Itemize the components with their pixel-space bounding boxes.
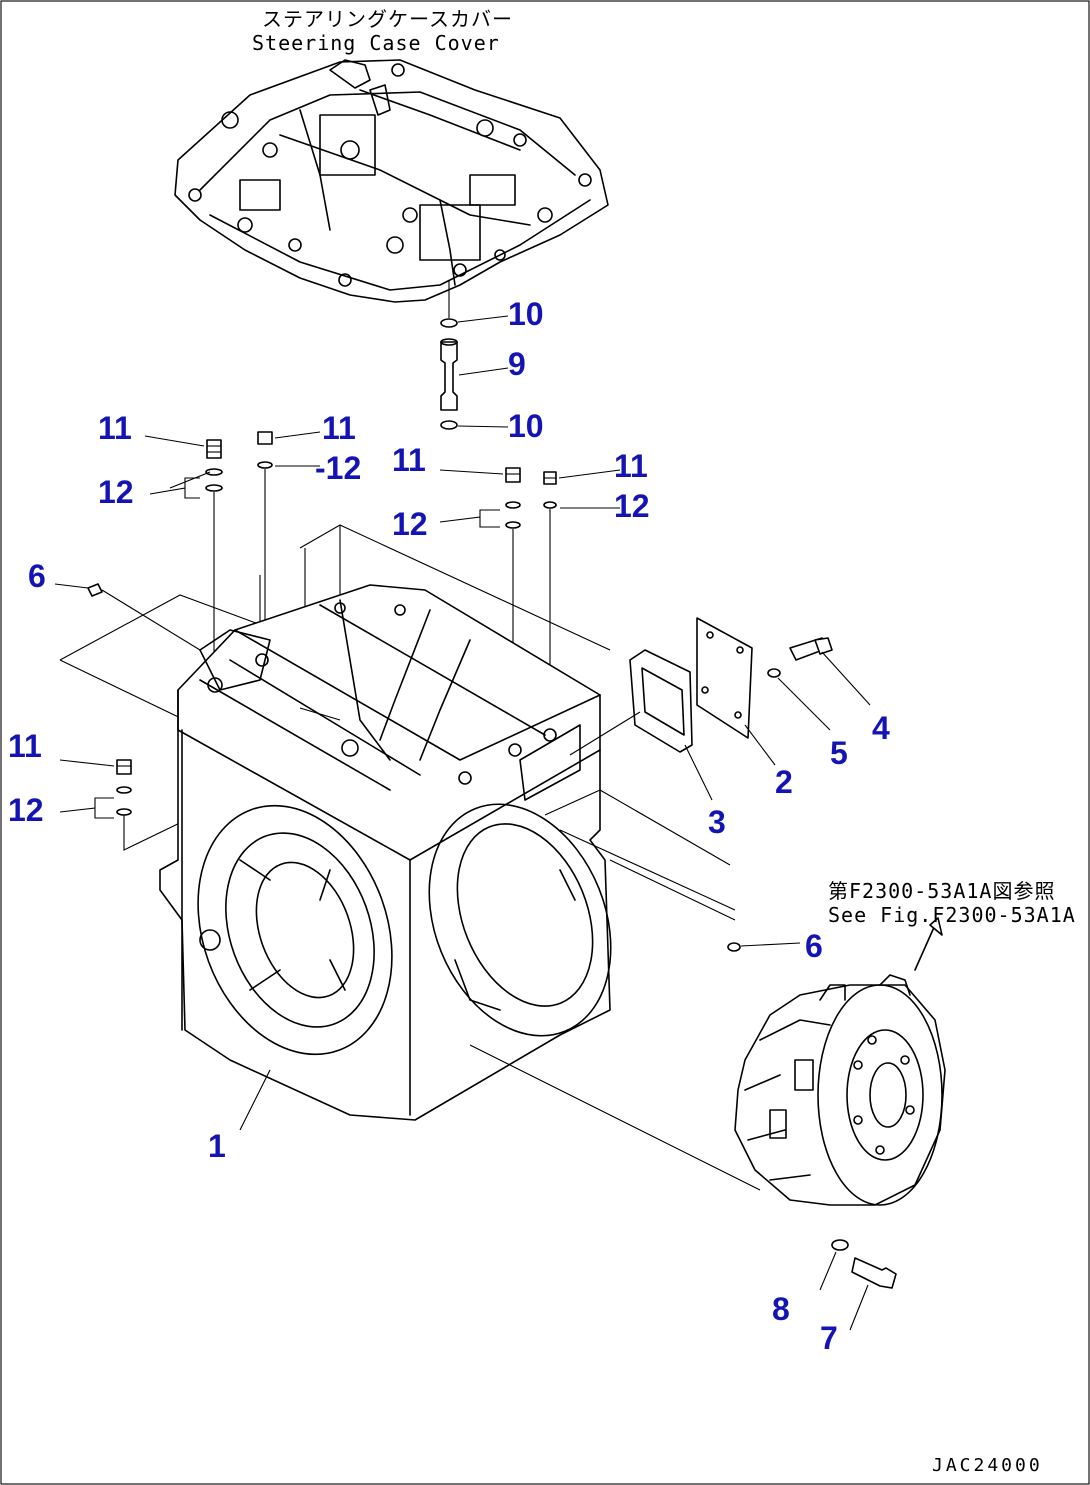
callout-c12b: -12 <box>315 450 362 486</box>
callout-c6b: 6 <box>805 928 823 964</box>
callout-c1: 1 <box>208 1128 226 1164</box>
callout-c11e: 11 <box>8 728 42 764</box>
callout-c6a: 6 <box>28 558 46 594</box>
callout-c5: 5 <box>830 735 848 771</box>
callout-c11c: 11 <box>392 442 426 478</box>
dowel-lower <box>727 942 801 952</box>
callout-c9: 9 <box>508 346 526 382</box>
transmission-case <box>159 584 761 1191</box>
callout-c12c: 12 <box>392 506 428 542</box>
steering-cover-jp-label: ステアリングケースカバー <box>262 7 513 31</box>
leader-misc <box>299 707 341 721</box>
callout-c10a: 10 <box>508 296 544 332</box>
callout-c12a: 12 <box>98 474 134 510</box>
callout-c11a: 11 <box>98 410 132 446</box>
steering-cover-en-label: Steering Case Cover <box>252 31 500 55</box>
bolt-and-washer <box>819 1239 897 1331</box>
side-cover-parts <box>569 617 871 801</box>
pin-assembly <box>440 280 509 430</box>
callout-c7: 7 <box>820 1320 838 1356</box>
callout-c4: 4 <box>872 710 890 746</box>
callout-c3: 3 <box>708 804 726 840</box>
drawing-code: JAC24000 <box>932 1455 1043 1476</box>
callout-c12d: 12 <box>614 488 650 524</box>
callout-c12e: 12 <box>8 792 44 828</box>
leader-case <box>239 1069 271 1131</box>
callout-c11d: 11 <box>614 448 648 484</box>
callout-c2: 2 <box>775 764 793 800</box>
steering-case-cover <box>174 59 609 303</box>
see-fig-en-label: See Fig.F2300-53A1A <box>828 903 1076 927</box>
see-fig-jp-label: 第F2300-53A1A図参照 <box>828 879 1056 903</box>
callout-c11b: 11 <box>322 410 356 446</box>
callout-c8: 8 <box>772 1291 790 1327</box>
brake-assembly <box>734 917 946 1206</box>
callout-c10b: 10 <box>508 408 544 444</box>
leader-12a <box>169 471 211 489</box>
